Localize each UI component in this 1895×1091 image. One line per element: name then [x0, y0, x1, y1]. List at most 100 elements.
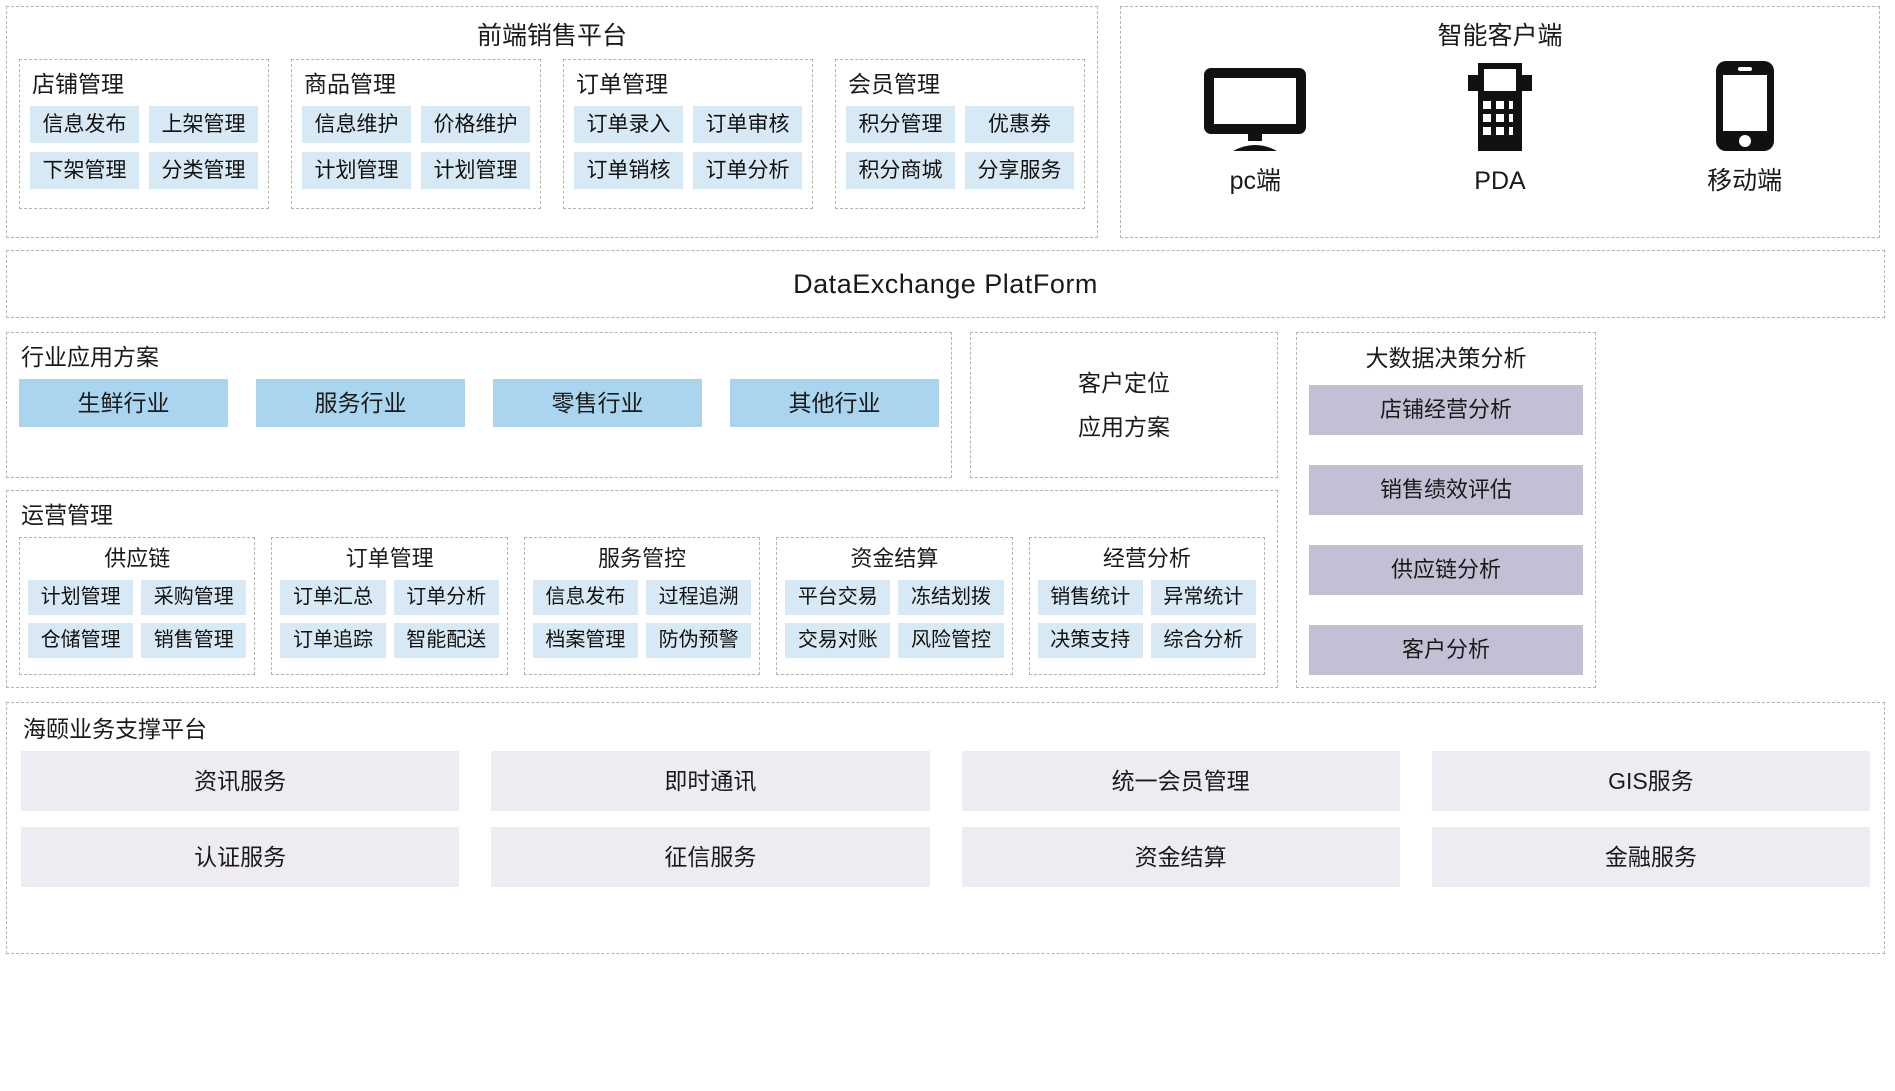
ops-chip[interactable]: 采购管理 [141, 580, 247, 615]
ops-chip[interactable]: 订单追踪 [280, 623, 386, 658]
device-label: PDA [1474, 167, 1526, 195]
monitor-icon [1200, 68, 1310, 157]
industry-chip[interactable]: 生鲜行业 [19, 379, 228, 427]
chip-row: 订单录入 订单审核 [574, 106, 802, 143]
front-sales-platform-title: 前端销售平台 [476, 22, 627, 50]
support-chip[interactable]: 统一会员管理 [961, 751, 1400, 811]
chip-row: 积分管理 优惠券 [846, 106, 1074, 143]
chip-item[interactable]: 信息维护 [302, 106, 411, 143]
support-chip[interactable]: 资讯服务 [21, 751, 460, 811]
ops-chip[interactable]: 智能配送 [393, 623, 499, 658]
device-label: pc端 [1229, 167, 1282, 195]
industry-solutions-panel: 行业应用方案 生鲜行业 服务行业 零售行业 其他行业 [6, 332, 952, 478]
ops-chip[interactable]: 仓储管理 [28, 623, 134, 658]
chip-item[interactable]: 下架管理 [30, 152, 139, 189]
ops-group-business-analysis: 经营分析 销售统计 异常统计 决策支持 综合分析 [1028, 537, 1266, 675]
device-label: 移动端 [1707, 167, 1783, 195]
group-title: 商品管理 [304, 71, 396, 97]
chip-item[interactable]: 信息发布 [30, 106, 139, 143]
top-row: 前端销售平台 店铺管理 信息发布 上架管理 下架管理 分类管理 商品管理 [6, 6, 1885, 238]
industry-chip[interactable]: 其他行业 [730, 379, 939, 427]
ops-chip[interactable]: 档案管理 [532, 623, 639, 658]
device-mobile: 移动端 [1655, 59, 1835, 200]
front-sales-platform-panel: 前端销售平台 店铺管理 信息发布 上架管理 下架管理 分类管理 商品管理 [6, 6, 1098, 238]
support-chip[interactable]: 认证服务 [21, 827, 460, 887]
ops-chip[interactable]: 冻结划拨 [898, 580, 1004, 615]
ops-chip[interactable]: 销售统计 [1037, 580, 1143, 615]
big-data-analysis-panel: 大数据决策分析 店铺经营分析 销售绩效评估 供应链分析 客户分析 [1296, 332, 1596, 688]
chip-item[interactable]: 积分商城 [846, 152, 955, 189]
ops-chip-row: 销售统计 异常统计 [1037, 580, 1257, 615]
support-chip[interactable]: 即时通讯 [491, 751, 930, 811]
ops-chip-row: 仓储管理 销售管理 [28, 623, 247, 658]
ops-chip-row: 交易对账 风险管控 [785, 623, 1004, 658]
chip-row: 订单销核 订单分析 [574, 152, 802, 189]
chip-item[interactable]: 订单分析 [693, 152, 802, 189]
chip-item[interactable]: 上架管理 [149, 106, 258, 143]
ops-chip[interactable]: 防伪预警 [646, 623, 752, 658]
ops-chip[interactable]: 信息发布 [532, 580, 639, 615]
ops-chip[interactable]: 计划管理 [28, 580, 134, 615]
ops-chip-row: 信息发布 过程追溯 [532, 580, 752, 615]
chip-row: 信息发布 上架管理 [30, 106, 258, 143]
device-pc: pc端 [1165, 65, 1345, 200]
chip-item[interactable]: 订单销核 [574, 152, 683, 189]
chip-item[interactable]: 订单审核 [693, 106, 802, 143]
support-chip-row: 资讯服务 即时通讯 统一会员管理 GIS服务 [21, 751, 1870, 811]
chip-item[interactable]: 优惠券 [965, 106, 1074, 143]
support-chip[interactable]: 征信服务 [491, 827, 930, 887]
chip-item[interactable]: 价格维护 [421, 106, 530, 143]
big-data-chip[interactable]: 供应链分析 [1309, 545, 1583, 595]
ops-chip[interactable]: 综合分析 [1150, 623, 1257, 658]
device-pda: PDA [1410, 61, 1590, 200]
big-data-chip[interactable]: 销售绩效评估 [1309, 465, 1583, 515]
customer-positioning-line1: 客户定位 [1078, 370, 1170, 396]
ops-group-title: 服务管控 [598, 546, 687, 571]
chip-item[interactable]: 订单录入 [574, 106, 683, 143]
mobile-phone-icon [1714, 61, 1776, 157]
middle-section: 行业应用方案 生鲜行业 服务行业 零售行业 其他行业 客户定位 应用方案 运营管… [6, 332, 1885, 688]
ops-group-fund-settlement: 资金结算 平台交易 冻结划拨 交易对账 风险管控 [776, 537, 1013, 675]
device-row: pc端 [1133, 59, 1867, 200]
ops-chip[interactable]: 异常统计 [1150, 580, 1257, 615]
ops-chip[interactable]: 销售管理 [141, 623, 247, 658]
operations-management-title: 运营管理 [21, 502, 113, 528]
chip-item[interactable]: 计划管理 [421, 152, 530, 189]
big-data-chip[interactable]: 客户分析 [1309, 625, 1583, 675]
group-member-management: 会员管理 积分管理 优惠券 积分商城 分享服务 [835, 59, 1085, 209]
ops-group-service-control: 服务管控 信息发布 过程追溯 档案管理 防伪预警 [523, 537, 761, 675]
ops-chip-row: 订单追踪 智能配送 [280, 623, 499, 658]
ops-group-title: 订单管理 [345, 546, 434, 571]
chip-item[interactable]: 分享服务 [965, 152, 1074, 189]
chip-item[interactable]: 积分管理 [846, 106, 955, 143]
support-chip-row: 认证服务 征信服务 资金结算 金融服务 [21, 827, 1870, 887]
industry-chip[interactable]: 零售行业 [493, 379, 702, 427]
support-platform-grid: 资讯服务 即时通讯 统一会员管理 GIS服务 认证服务 征信服务 资金结算 金融… [21, 751, 1870, 887]
customer-positioning-panel: 客户定位 应用方案 [970, 332, 1278, 478]
ops-chip[interactable]: 平台交易 [785, 580, 891, 615]
ops-chip[interactable]: 订单分析 [393, 580, 499, 615]
chip-item[interactable]: 计划管理 [302, 152, 411, 189]
smart-client-title: 智能客户端 [1437, 22, 1563, 50]
ops-chip[interactable]: 决策支持 [1037, 623, 1143, 658]
ops-chip[interactable]: 风险管控 [898, 623, 1004, 658]
group-order-management: 订单管理 订单录入 订单审核 订单销核 订单分析 [563, 59, 813, 209]
operations-management-panel: 运营管理 供应链 计划管理 采购管理 仓储管理 销售管理 [6, 490, 1278, 688]
industry-chip-row: 生鲜行业 服务行业 零售行业 其他行业 [19, 379, 939, 427]
support-chip[interactable]: GIS服务 [1431, 751, 1870, 811]
chip-item[interactable]: 分类管理 [149, 152, 258, 189]
support-chip[interactable]: 资金结算 [961, 827, 1400, 887]
ops-group-supply-chain: 供应链 计划管理 采购管理 仓储管理 销售管理 [19, 537, 256, 675]
ops-chip-row: 计划管理 采购管理 [28, 580, 247, 615]
support-chip[interactable]: 金融服务 [1431, 827, 1870, 887]
ops-chip[interactable]: 订单汇总 [280, 580, 386, 615]
support-platform-title: 海颐业务支撑平台 [23, 716, 207, 742]
group-title: 订单管理 [576, 71, 668, 97]
ops-chip[interactable]: 过程追溯 [646, 580, 752, 615]
data-exchange-platform-title: DataExchange PlatForm [793, 268, 1098, 299]
big-data-chip[interactable]: 店铺经营分析 [1309, 385, 1583, 435]
ops-chip[interactable]: 交易对账 [785, 623, 891, 658]
industry-chip[interactable]: 服务行业 [256, 379, 465, 427]
chip-row: 信息维护 价格维护 [302, 106, 530, 143]
